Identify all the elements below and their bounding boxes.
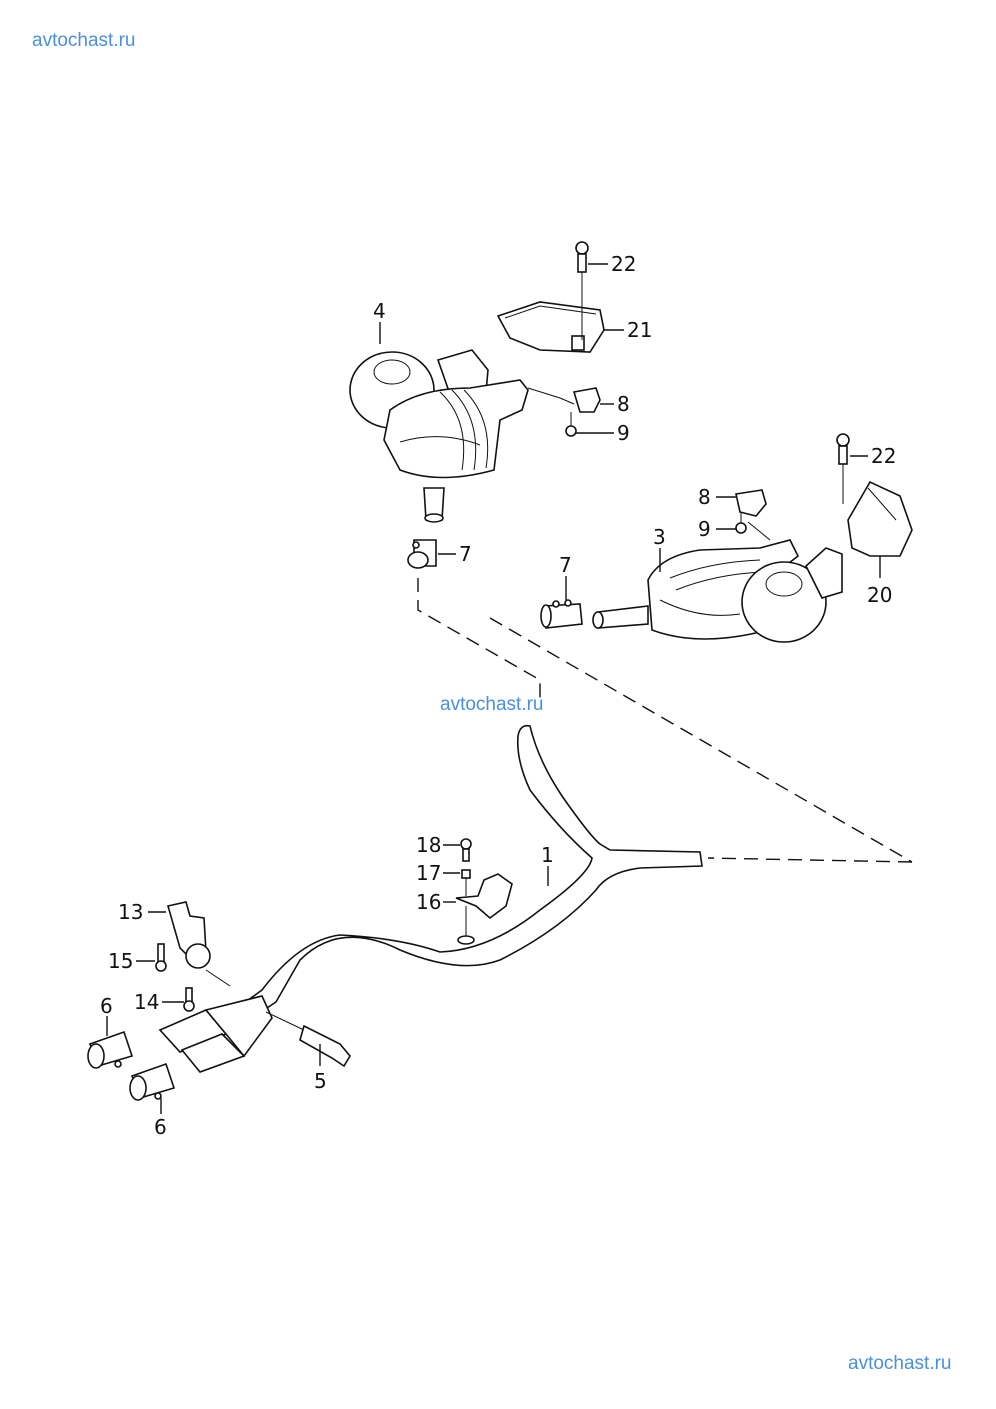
callout-18: 18	[416, 833, 441, 857]
part-22-bolt-right[interactable]	[836, 433, 850, 504]
part-7-clamp-upper[interactable]	[407, 539, 437, 569]
part-14-bolt[interactable]	[183, 987, 195, 1012]
callout-7-upper: 7	[459, 542, 472, 566]
watermark-middle: avtochast.ru	[440, 694, 544, 715]
callout-9-right: 9	[698, 517, 711, 541]
part-7-clamp-right[interactable]	[540, 599, 583, 629]
part-18-bolt[interactable]	[460, 838, 472, 862]
callout-7-right: 7	[559, 553, 572, 577]
part-21-tailpipe-trim[interactable]	[496, 301, 605, 353]
callout-14: 14	[134, 990, 159, 1014]
callout-1: 1	[541, 843, 554, 867]
part-13-bracket[interactable]	[166, 901, 231, 987]
callout-6-upper: 6	[100, 994, 113, 1018]
part-9-nut-right[interactable]	[735, 512, 747, 534]
callout-4: 4	[373, 299, 386, 323]
part-8-bracket-upper[interactable]	[559, 387, 601, 413]
part-4-left-rear-muffler[interactable]	[349, 349, 561, 523]
callout-9-upper: 9	[617, 421, 630, 445]
callout-labels: 22 21 8 9 4 7 7 3 8 9 22 20 1 18 17 16 1…	[100, 252, 896, 1139]
callout-15: 15	[108, 949, 133, 973]
part-9-nut-upper[interactable]	[565, 412, 577, 437]
callout-16: 16	[416, 890, 441, 914]
part-5-sensor[interactable]	[265, 1011, 351, 1068]
part-6-clamp-upper[interactable]	[87, 1030, 134, 1069]
callout-17: 17	[416, 861, 441, 885]
callout-21: 21	[627, 318, 652, 342]
part-22-bolt-upper[interactable]	[575, 241, 589, 340]
callout-20: 20	[867, 583, 892, 607]
leader-lines	[106, 263, 881, 1114]
callout-3: 3	[653, 525, 666, 549]
callout-22-right: 22	[871, 444, 896, 468]
callout-8-right: 8	[698, 485, 711, 509]
part-17-washer[interactable]	[461, 869, 471, 896]
part-20-tailpipe-trim[interactable]	[847, 480, 913, 557]
callout-8-upper: 8	[617, 392, 630, 416]
part-16-hanger[interactable]	[455, 873, 513, 936]
callout-13: 13	[118, 900, 143, 924]
callout-22-upper: 22	[611, 252, 636, 276]
part-6-clamp-lower[interactable]	[129, 1062, 176, 1101]
callout-5: 5	[314, 1069, 327, 1093]
part-3-right-rear-muffler[interactable]	[592, 521, 843, 643]
watermark-top: avtochast.ru	[32, 30, 136, 51]
part-15-bolt[interactable]	[155, 943, 167, 972]
assembly-lines	[417, 578, 913, 863]
watermark-bottom: avtochast.ru	[848, 1353, 952, 1374]
part-1-main-pipe[interactable]	[158, 724, 703, 1073]
part-8-bracket-right[interactable]	[735, 489, 767, 517]
callout-6-lower: 6	[154, 1115, 167, 1139]
